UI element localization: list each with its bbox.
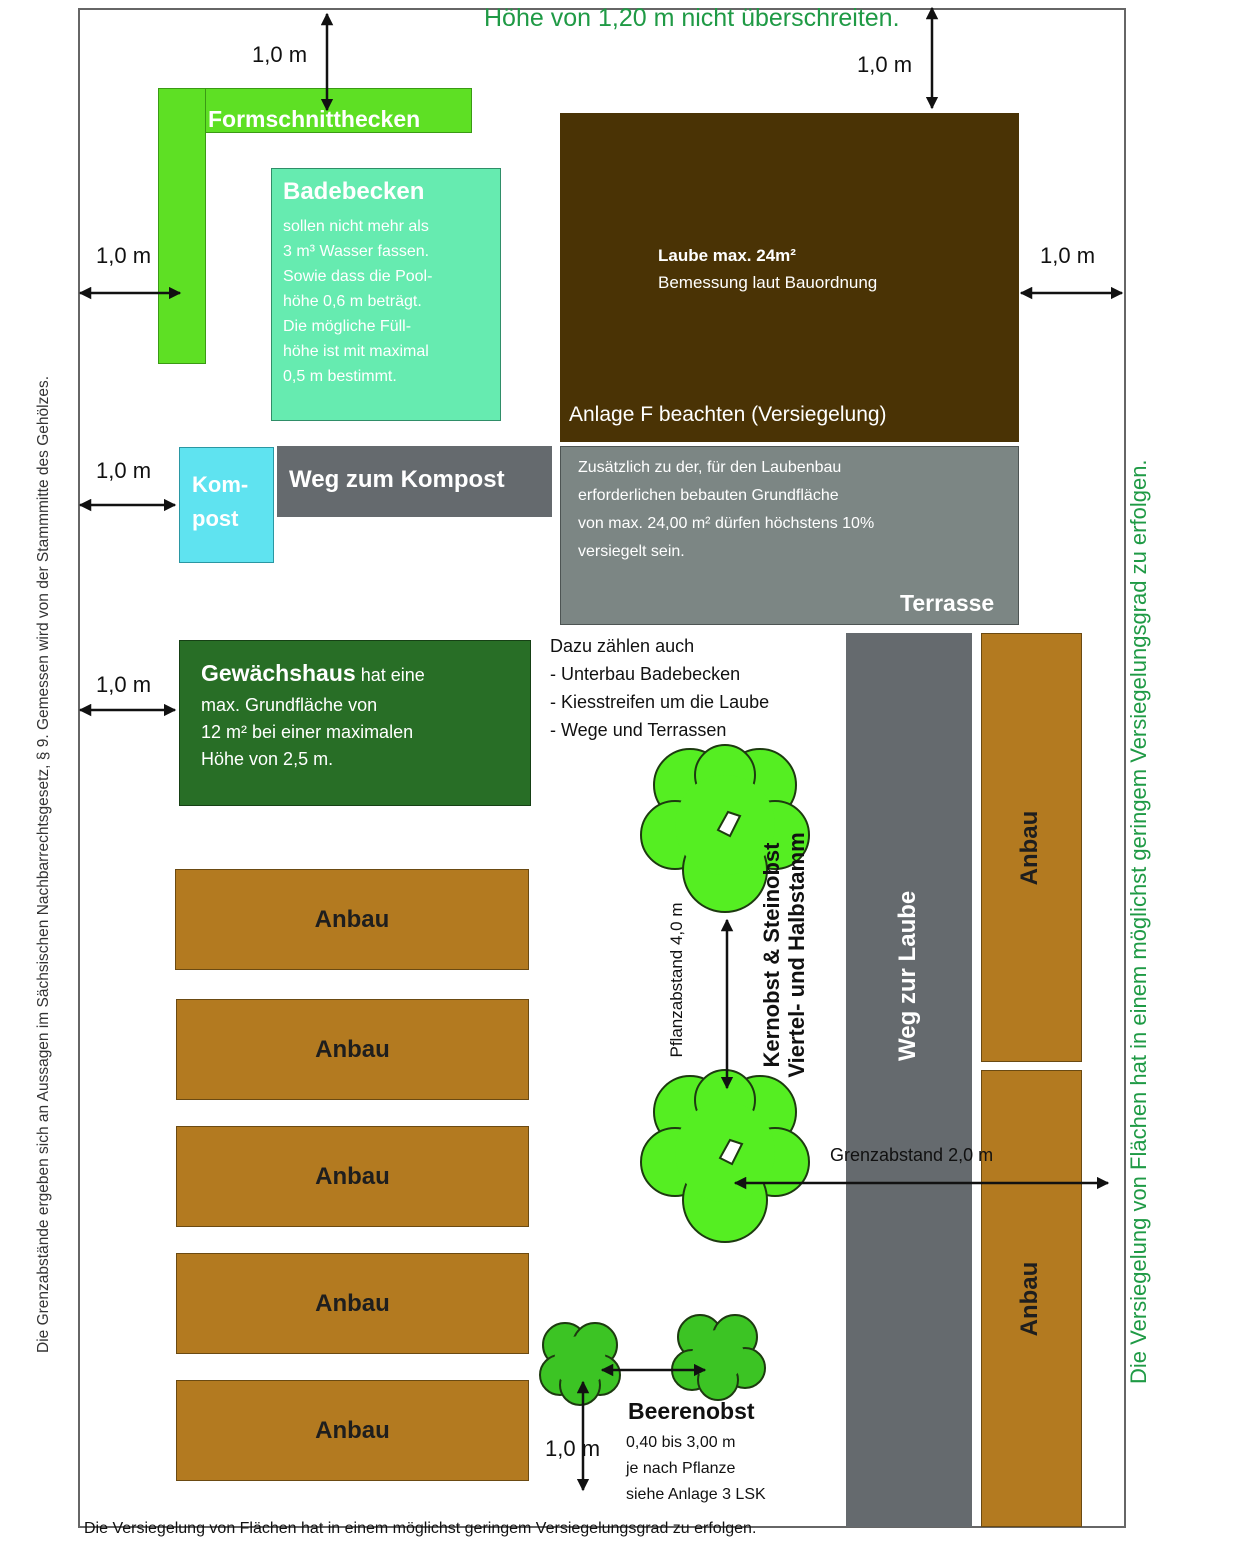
hedge-label: Formschnitthecken bbox=[208, 106, 421, 132]
kompost-label: Kom- post bbox=[192, 472, 249, 531]
greenhouse-title-suffix: hat eine bbox=[355, 665, 425, 685]
bed-label: Anbau bbox=[315, 1289, 390, 1317]
bed-anbau: Anbau bbox=[176, 999, 529, 1100]
distance-label: 1,0 m bbox=[857, 52, 913, 77]
right-bed-anbau bbox=[981, 1070, 1082, 1527]
hedge-horizontal bbox=[158, 88, 472, 133]
bed-label: Anbau bbox=[315, 1035, 390, 1063]
distance-label: 1,0 m bbox=[545, 1436, 601, 1461]
trunk-icon bbox=[716, 810, 742, 838]
top-note: Höhe von 1,20 m nicht überschreiten. bbox=[484, 4, 900, 32]
hedge-vertical bbox=[158, 88, 206, 364]
trunk-icon bbox=[718, 1138, 744, 1166]
sealing-list-item: - Kiesstreifen um die Laube bbox=[550, 692, 770, 712]
kompost-area bbox=[179, 447, 274, 563]
bed-anbau: Anbau bbox=[176, 1126, 529, 1227]
laube-subtitle: Bemessung laut Bauordnung bbox=[658, 273, 878, 292]
greenhouse-title: Gewächshaus bbox=[201, 660, 356, 686]
side-note-right: Die Versiegelung von Flächen hat in eine… bbox=[1126, 459, 1151, 1384]
bed-anbau: Anbau bbox=[175, 869, 529, 970]
sealing-list-item: - Wege und Terrassen bbox=[550, 720, 727, 740]
right-bed-anbau bbox=[981, 633, 1082, 1062]
greenhouse-title-line: Gewächshaus hat eine bbox=[201, 660, 425, 687]
laube-footer: Anlage F beachten (Versiegelung) bbox=[569, 403, 887, 426]
tree-spacing-label: Pflanzabstand 4,0 m bbox=[667, 902, 686, 1058]
distance-label: 1,0 m bbox=[1040, 243, 1096, 268]
distance-label: 1,0 m bbox=[96, 458, 152, 483]
terrasse-label: Terrasse bbox=[900, 590, 995, 616]
greenhouse-text: max. Grundfläche von 12 m² bei einer max… bbox=[201, 695, 414, 769]
fruit-tree-icon bbox=[640, 744, 810, 913]
berry-bush-icon bbox=[539, 1322, 621, 1406]
berry-text: 0,40 bis 3,00 m je nach Pflanze siehe An… bbox=[626, 1434, 766, 1503]
distance-label: 1,0 m bbox=[252, 42, 308, 67]
greenhouse-area bbox=[179, 640, 531, 806]
laube-area bbox=[560, 113, 1019, 442]
distance-label: 1,0 m bbox=[96, 243, 152, 268]
sealing-list-item: - Unterbau Badebecken bbox=[550, 664, 741, 684]
pool-title: Badebecken bbox=[283, 178, 425, 205]
bed-label: Anbau bbox=[315, 1162, 390, 1190]
bed-anbau: Anbau bbox=[176, 1253, 529, 1354]
garden-plot-frame bbox=[78, 8, 1126, 1528]
weg-kompost bbox=[277, 446, 552, 517]
berry-bush-icon bbox=[671, 1314, 766, 1401]
terrasse-area bbox=[560, 446, 1019, 625]
weg-kompost-label: Weg zum Kompost bbox=[289, 466, 505, 493]
border-distance-label: Grenzabstand 2,0 m bbox=[830, 1145, 994, 1165]
weg-laube bbox=[846, 633, 972, 1527]
bed-label: Anbau bbox=[315, 1416, 390, 1444]
pool-area bbox=[271, 168, 501, 421]
pool-text: sollen nicht mehr als 3 m³ Wasser fassen… bbox=[283, 218, 433, 385]
bed-anbau: Anbau bbox=[176, 1380, 529, 1481]
distance-label: 1,0 m bbox=[96, 672, 152, 697]
sealing-list-title: Dazu zählen auch bbox=[550, 636, 695, 656]
tree-label-2: Viertel- und Halbstamm bbox=[784, 832, 809, 1078]
laube-title: Laube max. 24m² bbox=[658, 246, 796, 265]
bottom-note: Die Versiegelung von Flächen hat in eine… bbox=[84, 1520, 757, 1537]
berry-title: Beerenobst bbox=[628, 1398, 755, 1424]
bed-label: Anbau bbox=[314, 905, 390, 933]
side-note-left: Die Grenzabstände ergeben sich an Aussag… bbox=[35, 376, 52, 1353]
terrasse-text: Zusätzlich zu der, für den Laubenbau erf… bbox=[578, 459, 875, 560]
